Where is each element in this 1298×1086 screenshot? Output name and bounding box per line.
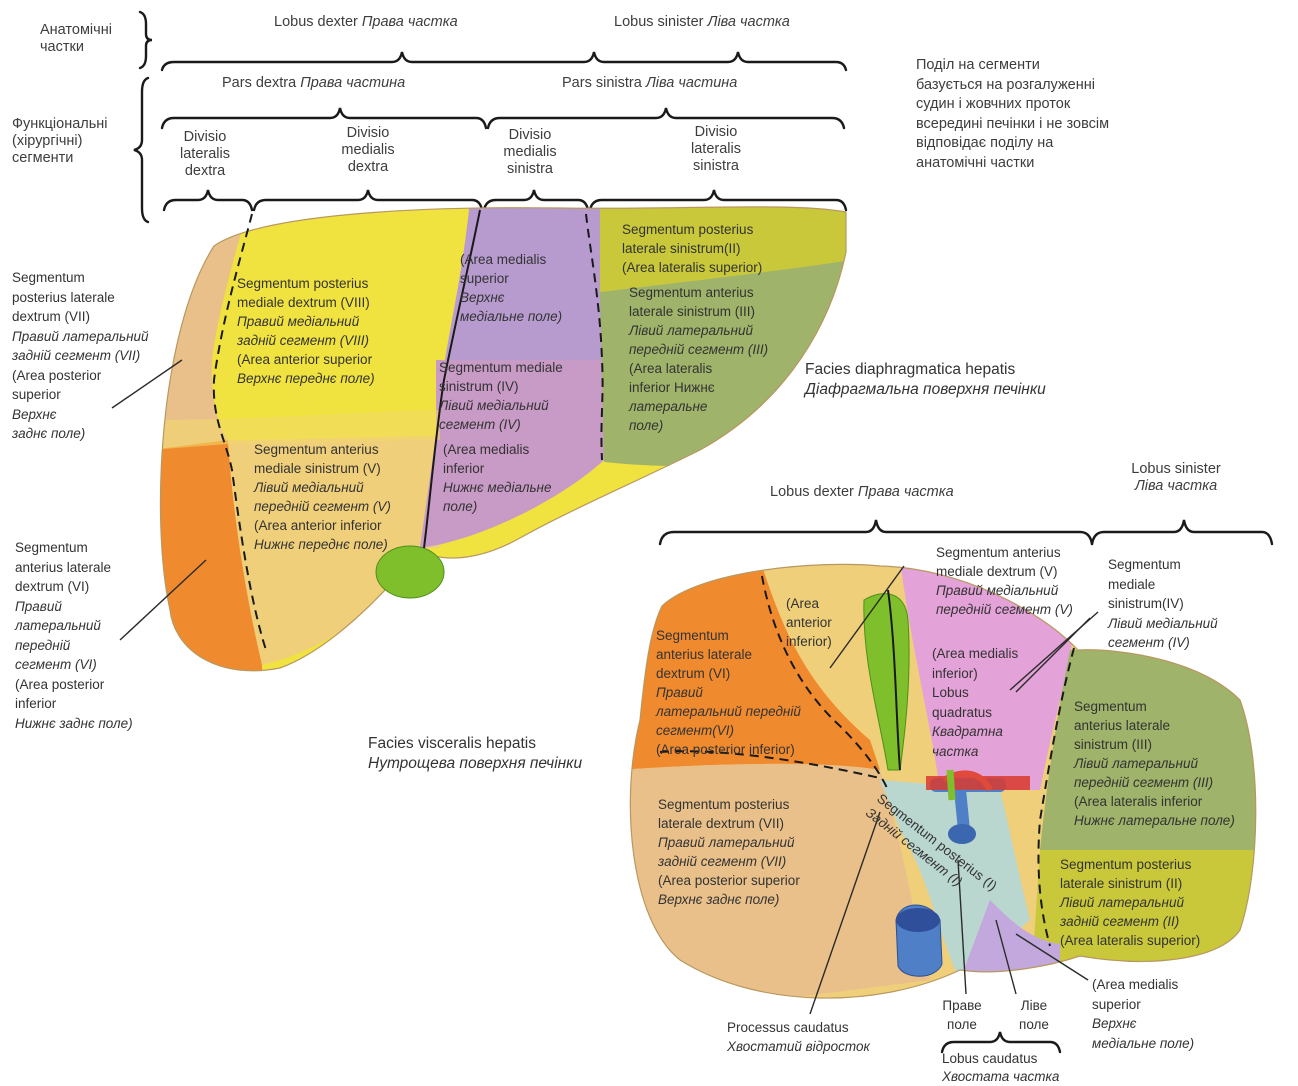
vena-cava bbox=[896, 905, 942, 976]
visceral-lobus-dexter: Lobus dexter Права частка bbox=[770, 484, 954, 501]
pars-dextra-header: Pars dextra Права частина bbox=[222, 75, 405, 92]
lobus-sinister-header: Lobus sinister Ліва частка bbox=[614, 14, 790, 31]
header-braces bbox=[134, 12, 846, 222]
functional-segments-label: Функціональні(хірургічні)сегменти bbox=[12, 116, 108, 167]
lobus-dexter-header: Lobus dexter Права частка bbox=[274, 14, 458, 31]
pars-sinistra-header: Pars sinistra Ліва частина bbox=[562, 75, 737, 92]
